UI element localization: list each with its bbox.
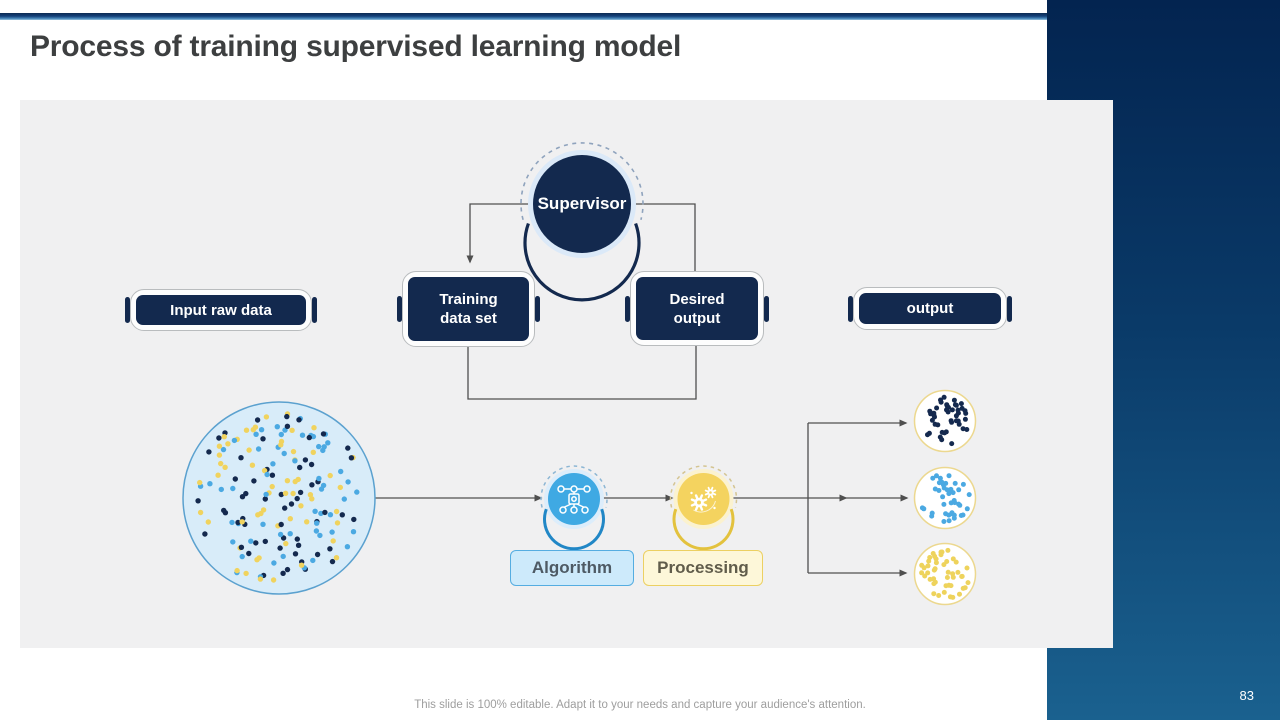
supervisor-to-desired-connector: [631, 203, 696, 276]
supervisor-to-training-connector: [466, 203, 533, 264]
raw-data-dots: [195, 411, 360, 583]
box-output: output: [848, 287, 1012, 330]
output-circle-yellow: [913, 542, 977, 606]
footer-note: This slide is 100% editable. Adapt it to…: [414, 699, 866, 711]
supervisor-disc: [533, 155, 631, 253]
input-raw-data-label: Input raw data: [170, 301, 272, 319]
output-circle-navy: [913, 389, 977, 453]
supervisor-circle: [520, 142, 644, 302]
training-label-line2: data set: [440, 310, 497, 327]
diagram-canvas: [182, 142, 977, 606]
raw-data-circle: [182, 401, 376, 595]
box-desired-output: Desired output: [625, 271, 769, 346]
output-label: output: [906, 300, 954, 317]
chip-processing: Processing: [643, 550, 763, 586]
diagram-panel: Supervisor Input raw data Training data …: [20, 100, 1113, 648]
connector-lines: [375, 203, 909, 577]
box-training-data-set: Training data set: [397, 271, 540, 347]
training-desired-loop-connector: [467, 342, 697, 400]
output-circle-blue: [913, 466, 977, 530]
training-label-line1: Training: [439, 291, 498, 308]
desired-label-line1: Desired: [669, 290, 725, 308]
slide-title: Process of training supervised learning …: [30, 30, 682, 63]
supervisor-label: Supervisor: [537, 194, 627, 213]
algorithm-icon: [540, 465, 608, 551]
desired-label-line2: output: [673, 309, 721, 327]
processing-icon: [669, 465, 738, 551]
processing-gears-glyph: [690, 486, 717, 513]
page-number: 83: [1239, 688, 1254, 703]
top-accent-line: [0, 13, 1047, 20]
algorithm-network-glyph: [557, 485, 591, 514]
supervisor-bottom-arc: [523, 222, 641, 302]
box-input-raw-data: Input raw data: [125, 289, 317, 331]
supervisor-dashed-arc: [520, 142, 644, 221]
chip-algorithm: Algorithm: [510, 550, 634, 586]
